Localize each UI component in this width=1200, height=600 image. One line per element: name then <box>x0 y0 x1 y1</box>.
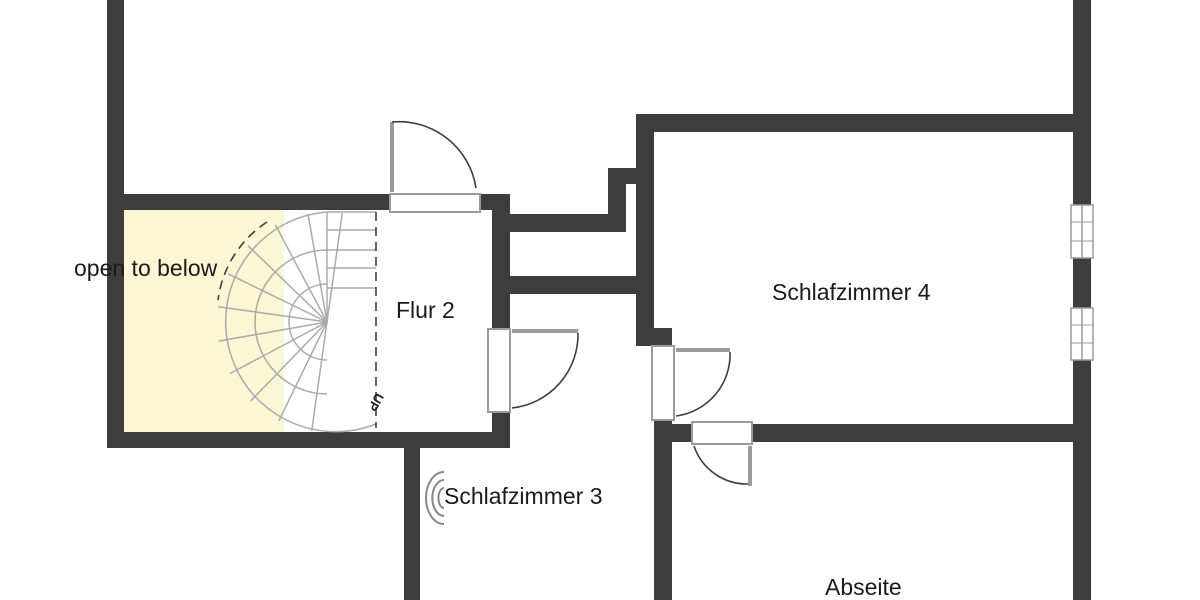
label-abseite: Abseite <box>825 574 902 600</box>
spiral-staircase: UP <box>217 211 387 433</box>
stair-tread <box>310 321 328 432</box>
stair-tread <box>250 321 328 402</box>
stair-tread <box>326 212 344 323</box>
door-flur-right <box>487 328 579 413</box>
label-flur-2: Flur 2 <box>396 297 455 323</box>
window-upper <box>1070 204 1094 259</box>
stair-tread <box>227 273 328 323</box>
door-upper <box>389 120 481 213</box>
label-schlafzimmer-4: Schlafzimmer 4 <box>772 279 931 305</box>
stair-tread <box>218 321 328 342</box>
wall-fixture-icon <box>425 471 445 525</box>
stair-tread <box>278 321 328 422</box>
stairs-direction-label: UP <box>365 391 387 414</box>
stair-tread <box>229 321 328 375</box>
label-open-to-below: open to below <box>74 255 218 281</box>
window-lower <box>1070 307 1094 361</box>
walls <box>107 0 1091 600</box>
label-schlafzimmer-3: Schlafzimmer 3 <box>444 483 602 509</box>
open-to-below-area <box>124 210 284 432</box>
stair-tread <box>217 305 328 323</box>
door-schlafzimmer-4 <box>651 345 731 421</box>
door-abseite <box>691 421 753 486</box>
stair-tread <box>247 245 328 323</box>
stair-tread <box>307 213 328 323</box>
stair-tread <box>274 224 328 323</box>
